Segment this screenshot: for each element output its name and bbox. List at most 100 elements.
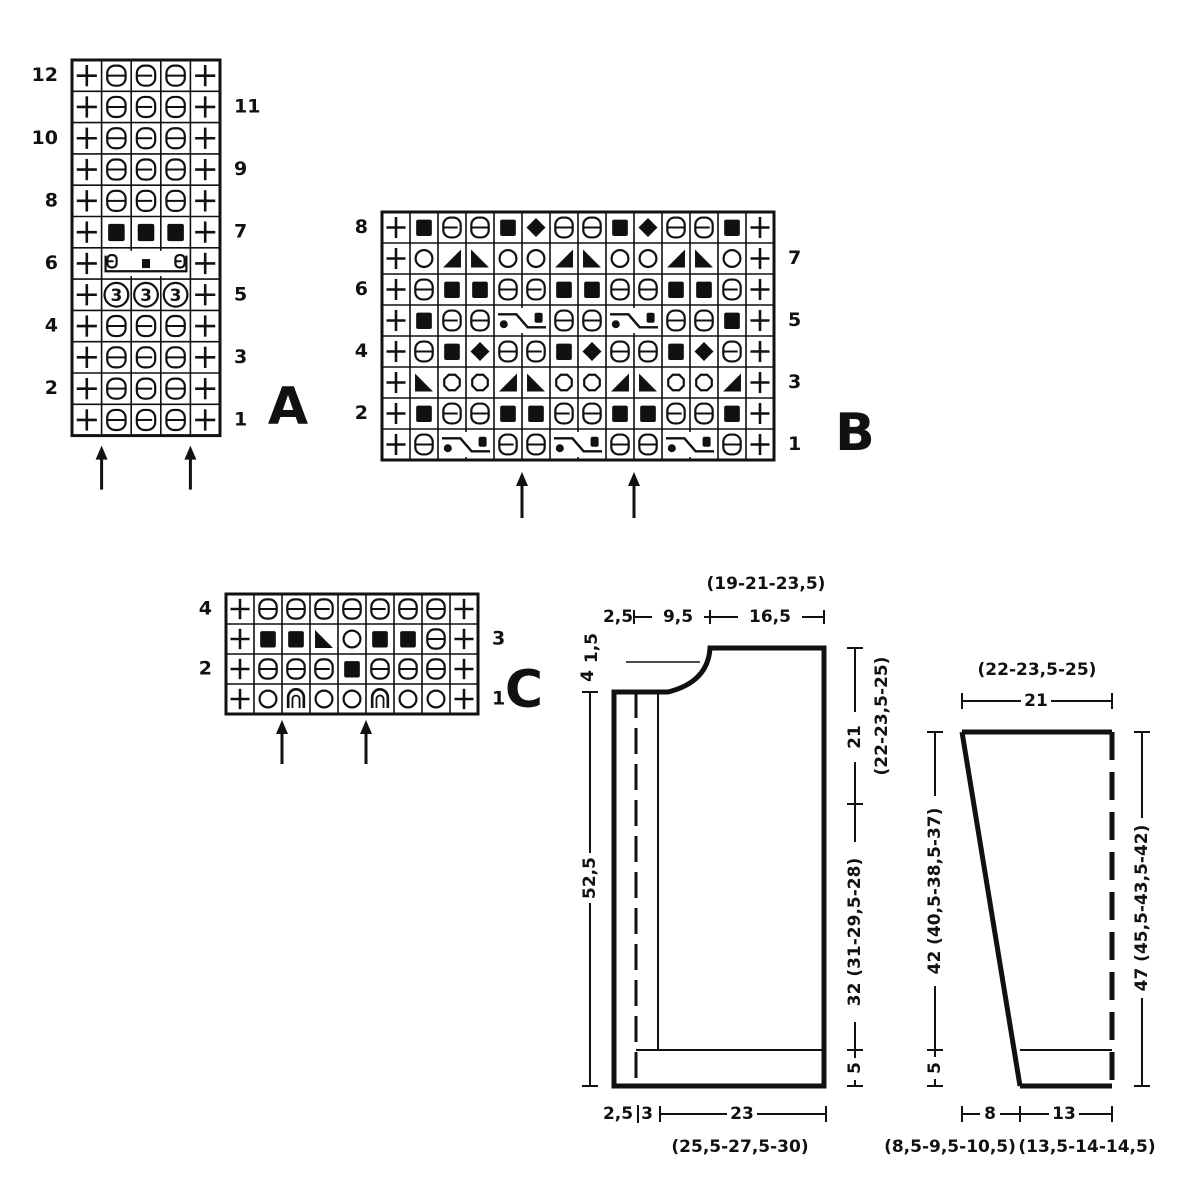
front-right-top-alt: (22-23,5-25) bbox=[872, 657, 892, 776]
filled-square-symbol bbox=[556, 281, 572, 298]
row-number-1: 1 bbox=[234, 408, 247, 430]
filled-square-symbol bbox=[668, 343, 684, 360]
row-number-8: 8 bbox=[355, 216, 368, 238]
filled-square-symbol bbox=[584, 281, 600, 298]
decrease-left-symbol bbox=[315, 630, 333, 648]
row-number-2: 2 bbox=[199, 658, 212, 680]
octagon-symbol bbox=[443, 373, 461, 392]
filled-square-symbol bbox=[416, 219, 432, 236]
row-number-4: 4 bbox=[355, 340, 368, 362]
decrease-right-symbol bbox=[611, 373, 629, 392]
row-number-6: 6 bbox=[355, 278, 368, 300]
yarn-over-symbol bbox=[342, 629, 362, 649]
front-neck-dim-1: 4 bbox=[578, 670, 598, 682]
repeat-arrow-head bbox=[628, 472, 640, 486]
filled-square-symbol bbox=[612, 219, 628, 236]
circled-three-symbol bbox=[103, 281, 130, 308]
filled-square-symbol bbox=[444, 343, 460, 360]
cable-line bbox=[554, 437, 602, 453]
circled-three-symbol bbox=[162, 281, 189, 308]
yarn-over-symbol bbox=[638, 249, 658, 269]
chart-letter-c: C bbox=[505, 660, 543, 720]
arch-symbol-inner bbox=[375, 694, 385, 708]
decrease-left-symbol bbox=[583, 249, 601, 268]
cable-line bbox=[498, 313, 546, 329]
sleeve-bottom-dim-1-bg bbox=[980, 1104, 1000, 1124]
row-number-7: 7 bbox=[788, 247, 801, 269]
repeat-arrow-head bbox=[184, 445, 197, 460]
front-bottom-label: (25,5-27,5-30) bbox=[671, 1137, 808, 1157]
circled-three-label: 3 bbox=[170, 286, 182, 306]
filled-square-symbol bbox=[288, 631, 304, 648]
yarn-over-symbol bbox=[498, 249, 518, 269]
filled-square-symbol bbox=[260, 631, 276, 648]
filled-square-symbol bbox=[500, 219, 516, 236]
front-right-mid-bg bbox=[845, 842, 865, 1022]
sleeve-top-width-bg bbox=[1021, 691, 1051, 711]
sleeve-left-height-bg bbox=[925, 796, 945, 986]
octagon-symbol bbox=[667, 373, 685, 392]
filled-square-symbol bbox=[137, 223, 155, 242]
row-number-4: 4 bbox=[45, 315, 58, 337]
cable-dot bbox=[499, 320, 508, 329]
front-top-dim-1: 2,5 bbox=[603, 607, 633, 627]
yarn-over-symbol bbox=[258, 689, 278, 709]
repeat-arrow-head bbox=[516, 472, 528, 486]
arch-symbol bbox=[370, 688, 390, 708]
diamond-symbol bbox=[470, 341, 490, 362]
diamond-symbol bbox=[582, 341, 602, 362]
row-number-1: 1 bbox=[788, 433, 801, 455]
decrease-right-symbol bbox=[555, 249, 573, 268]
row-number-4: 4 bbox=[199, 598, 212, 620]
cable-dot bbox=[667, 444, 676, 453]
cable-line bbox=[442, 437, 490, 453]
sleeve-top-label: (22-23,5-25) bbox=[978, 660, 1097, 680]
octagon-symbol bbox=[583, 373, 601, 392]
filled-square-symbol bbox=[344, 661, 360, 678]
row-number-2: 2 bbox=[355, 402, 368, 424]
front-top-label: (19-21-23,5) bbox=[707, 574, 826, 594]
octagon-symbol bbox=[471, 373, 489, 392]
row-number-8: 8 bbox=[45, 189, 58, 211]
repeat-arrow-head bbox=[276, 720, 288, 734]
decrease-right-symbol bbox=[723, 373, 741, 392]
sleeve-bottom-dim-2-bg bbox=[1049, 1104, 1079, 1124]
decrease-right-symbol bbox=[443, 249, 461, 268]
arch-symbol bbox=[286, 688, 306, 708]
row-number-12: 12 bbox=[32, 64, 58, 86]
filled-square-symbol bbox=[668, 281, 684, 298]
row-number-6: 6 bbox=[45, 252, 58, 274]
sleeve-top-width: 21 bbox=[1024, 691, 1048, 711]
row-number-5: 5 bbox=[234, 283, 247, 305]
filled-square-symbol bbox=[556, 343, 572, 360]
filled-square-symbol bbox=[108, 223, 125, 242]
front-right-bottom-bg bbox=[845, 1058, 865, 1080]
row-number-9: 9 bbox=[234, 158, 247, 180]
filled-square-symbol bbox=[724, 219, 740, 236]
filled-square-symbol bbox=[500, 405, 516, 422]
cable-square bbox=[646, 312, 655, 323]
sleeve-left-bottom-bg bbox=[925, 1057, 945, 1079]
cable-square bbox=[478, 436, 487, 447]
front-right-top-bg bbox=[845, 712, 865, 762]
front-left-height-bg bbox=[580, 853, 600, 903]
cable-square bbox=[590, 436, 599, 447]
row-number-3: 3 bbox=[788, 371, 801, 393]
chart-letter-a: A bbox=[268, 377, 308, 437]
front-neck-dim-2: 1,5 bbox=[582, 633, 602, 663]
filled-square-symbol bbox=[416, 312, 432, 329]
octagon-symbol bbox=[695, 373, 713, 392]
yarn-over-symbol bbox=[342, 689, 362, 709]
row-number-10: 10 bbox=[32, 127, 58, 149]
yarn-over-symbol bbox=[414, 249, 434, 269]
front-bottom-dim-3-bg bbox=[727, 1104, 757, 1124]
diamond-symbol bbox=[694, 341, 714, 362]
cable-square bbox=[534, 312, 543, 323]
front-right-mid: 32 (31-29,5-28) bbox=[845, 858, 865, 1006]
filled-square-symbol bbox=[724, 312, 740, 329]
